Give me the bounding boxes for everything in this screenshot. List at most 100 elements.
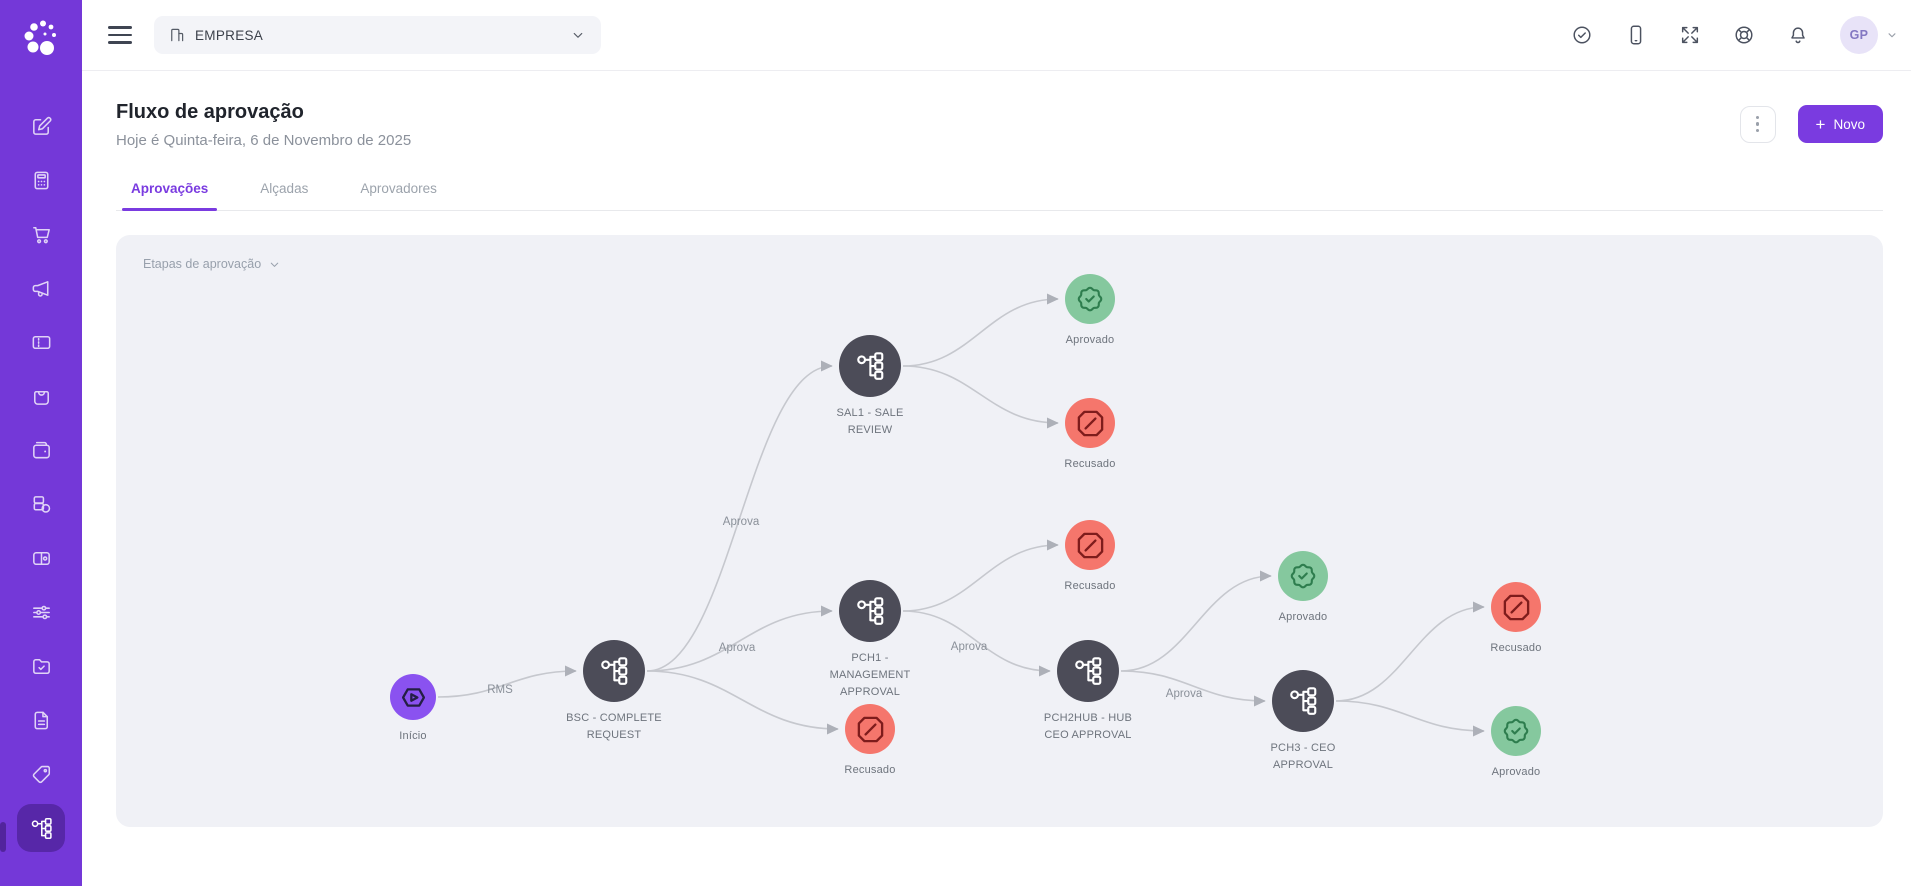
ban-octagon-icon [1077, 410, 1103, 436]
sidebar-item-calculator[interactable] [17, 156, 65, 204]
flow-node-label-recusado-pch3: Recusado [1490, 642, 1542, 654]
logo-dots-icon [24, 20, 56, 55]
flow-node-aprovado-pch2[interactable] [1278, 551, 1328, 601]
maximize-icon [1681, 26, 1699, 44]
ban-octagon-icon [1503, 594, 1529, 620]
flow-node-label-bsc: BSC - COMPLETE REQUEST [566, 712, 662, 742]
sidebar-item-tag[interactable] [17, 750, 65, 798]
help-button[interactable] [1732, 23, 1756, 47]
flow-node-aprovado-sal1[interactable] [1065, 274, 1115, 324]
main-content: Fluxo de aprovação Hoje é Quinta-feira, … [82, 71, 1911, 827]
flow-node-label-recusado-pch1: Recusado [1064, 580, 1116, 592]
flow-edge-pch2hub-aprovado-pch2 [1120, 570, 1272, 672]
page-title: Fluxo de aprovação [116, 101, 304, 123]
ban-octagon-icon [1077, 532, 1103, 558]
sidebar-item-sliders[interactable] [17, 588, 65, 636]
mobile-phone-icon [1630, 25, 1642, 45]
badge-check-icon [1290, 563, 1316, 589]
card-holder-icon [32, 551, 50, 565]
chevron-down-icon [270, 262, 279, 267]
tab-aprovacoes[interactable]: Aprovações [122, 181, 218, 211]
flow-edge-label-inicio-bsc: RMS [487, 684, 513, 696]
sidebar-item-shopping-bag[interactable] [17, 372, 65, 420]
flow-node-recusado-pch1[interactable] [1065, 520, 1115, 570]
flow-node-recusado-sal1[interactable] [1065, 398, 1115, 448]
flow-edge-bsc-sal1 [646, 360, 833, 672]
flow-node-bsc[interactable] [583, 640, 645, 702]
menu-toggle-button[interactable] [108, 21, 136, 49]
sidebar-item-wallet[interactable] [17, 426, 65, 474]
lifebuoy-icon [1735, 26, 1753, 44]
flow-node-recusado-pch3[interactable] [1491, 582, 1541, 632]
tab-bar: Aprovações Alçadas Aprovadores [116, 181, 1883, 211]
megaphone-icon [32, 280, 48, 297]
flow-edges-layer [437, 293, 1485, 737]
flow-node-sal1[interactable] [839, 335, 901, 397]
page-header: Fluxo de aprovação Hoje é Quinta-feira, … [116, 101, 1883, 149]
flow-edge-label-bsc-sal1: Aprova [722, 516, 760, 528]
app-logo [0, 0, 82, 71]
building-icon [171, 28, 184, 42]
document-icon [34, 711, 48, 729]
chevron-down-icon [573, 32, 583, 38]
workflow-icon [1075, 657, 1102, 685]
company-selector[interactable]: EMPRESA [154, 16, 601, 54]
sidebar-item-folder-check[interactable] [17, 642, 65, 690]
workflow-icon [1290, 687, 1317, 715]
calculator-icon [34, 171, 48, 189]
mobile-app-button[interactable] [1624, 23, 1648, 47]
flow-steps-filter[interactable]: Etapas de aprovação [143, 257, 281, 271]
user-menu[interactable]: GP [1840, 16, 1899, 54]
sidebar-menu [0, 71, 82, 852]
ticket-icon [32, 335, 50, 349]
company-selector-value: EMPRESA [195, 27, 264, 43]
sidebar-item-workflow[interactable] [17, 804, 65, 852]
more-options-button[interactable] [1739, 105, 1776, 143]
flow-node-pch2hub[interactable] [1057, 640, 1119, 702]
flow-node-label-inicio: Início [399, 730, 427, 742]
notifications-button[interactable] [1786, 23, 1810, 47]
flow-steps-filter-label: Etapas de aprovação [143, 257, 262, 271]
flow-node-aprovado-pch3[interactable] [1491, 706, 1541, 756]
flow-node-pch1[interactable] [839, 580, 901, 642]
tab-alcadas[interactable]: Alçadas [260, 181, 309, 196]
workflow-icon [857, 352, 884, 380]
topbar: EMPRESA GP [82, 0, 1911, 71]
flow-edge-sal1-aprovado-sal1 [902, 293, 1059, 367]
flow-node-label-recusado-bsc: Recusado [844, 764, 896, 776]
shopping-cart-icon [32, 226, 50, 243]
flow-node-recusado-bsc[interactable] [845, 704, 895, 754]
flow-node-label-pch3: PCH3 - CEO APPROVAL [1270, 742, 1336, 772]
approvals-check-button[interactable] [1570, 23, 1594, 47]
flow-edge-bsc-pch1 [646, 605, 833, 672]
sidebar-item-shopping-cart[interactable] [17, 210, 65, 258]
avatar: GP [1840, 16, 1878, 54]
page-subtitle: Hoje é Quinta-feira, 6 de Novembro de 20… [116, 132, 412, 149]
sidebar-item-coins[interactable] [17, 480, 65, 528]
plus-icon: + [1815, 114, 1826, 134]
flow-node-inicio[interactable] [390, 674, 436, 720]
workflow-icon [857, 597, 884, 625]
sidebar-item-edit[interactable] [17, 102, 65, 150]
badge-check-icon [1503, 718, 1529, 744]
sidebar-item-megaphone[interactable] [17, 264, 65, 312]
ban-octagon-icon [857, 716, 883, 742]
novo-button[interactable]: + Novo [1797, 105, 1883, 143]
flow-edge-bsc-recusado-bsc [646, 670, 839, 735]
coins-icon [33, 495, 50, 513]
flow-edge-pch3-aprovado-pch3 [1335, 700, 1485, 737]
flow-node-label-recusado-sal1: Recusado [1064, 458, 1116, 470]
folder-check-icon [32, 658, 50, 674]
fullscreen-button[interactable] [1678, 23, 1702, 47]
sidebar-scrollbar[interactable] [0, 822, 6, 852]
flow-node-label-pch1: PCH1 - MANAGEMENT APPROVAL [829, 652, 911, 699]
sidebar-item-card-holder[interactable] [17, 534, 65, 582]
play-hexagon-icon [401, 687, 425, 707]
tab-aprovadores[interactable]: Aprovadores [360, 181, 437, 196]
sidebar-item-document[interactable] [17, 696, 65, 744]
sidebar-item-ticket[interactable] [17, 318, 65, 366]
flow-node-pch3[interactable] [1272, 670, 1334, 732]
flow-edge-label-pch1-pch2hub: Aprova [950, 641, 988, 653]
flow-edge-sal1-recusado-sal1 [902, 365, 1059, 429]
